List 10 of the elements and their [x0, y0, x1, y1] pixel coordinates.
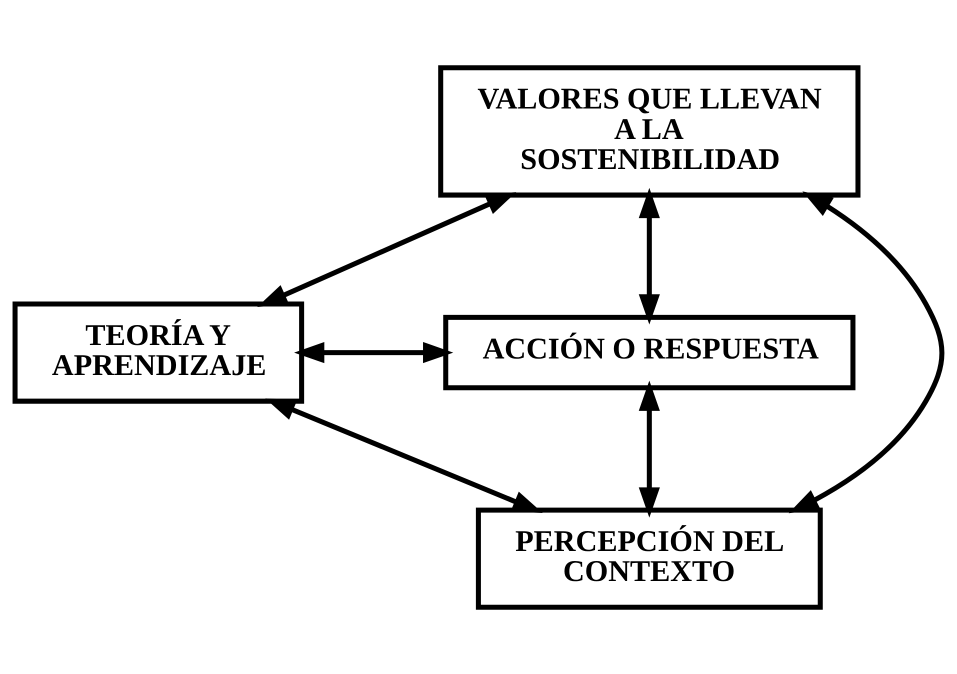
node-box: VALORES QUE LLEVAN A LA SOSTENIBILIDAD [438, 64, 860, 198]
arrow [788, 190, 944, 513]
node-box: ACCIÓN O RESPUESTA [443, 314, 856, 390]
arrow [257, 192, 516, 307]
arrow [638, 380, 660, 518]
arrow [638, 187, 660, 324]
node-box: PERCEPCIÓN DEL CONTEXTO [476, 507, 823, 610]
node-box: TEORÍA Y APRENDIZAJE [12, 300, 304, 404]
arrow [265, 398, 543, 512]
arrow [294, 342, 454, 363]
